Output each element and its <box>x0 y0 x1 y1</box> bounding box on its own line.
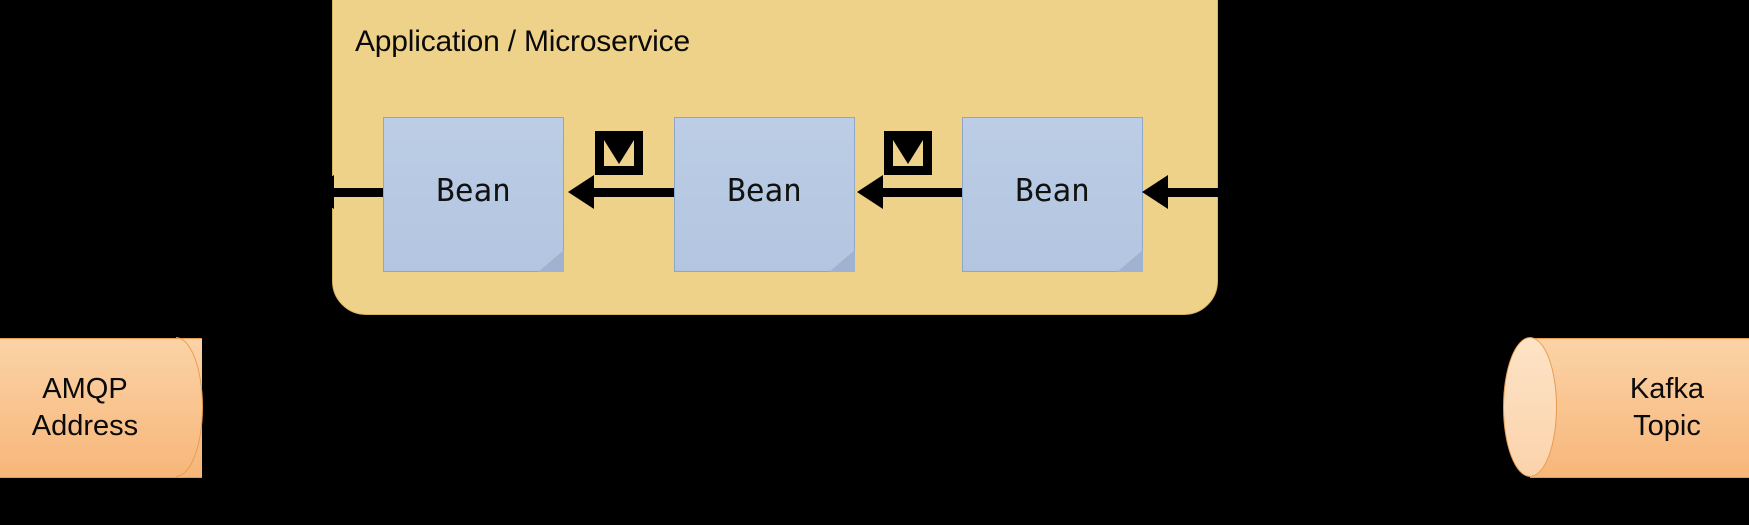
bean-node-3[interactable]: Bean <box>962 117 1143 272</box>
amqp-address-line2: Address <box>31 410 139 442</box>
amqp-address-line1: AMQP <box>42 373 128 405</box>
panel-title: Application / Microservice <box>355 25 690 58</box>
arrowhead-icon <box>568 175 594 209</box>
cylinder-body <box>1530 338 1749 478</box>
arrow-bean3-to-bean2 <box>857 175 963 209</box>
arrowhead-icon <box>308 175 334 209</box>
document-shape <box>674 117 855 272</box>
amqp-address-cylinder[interactable]: AMQP Address <box>0 337 203 478</box>
arrow-from-kafka <box>1142 175 1218 209</box>
arrow-bean2-to-bean1 <box>568 175 675 209</box>
bean-label: Bean <box>436 172 511 209</box>
bean-node-2[interactable]: Bean <box>674 117 855 272</box>
envelope-icon <box>595 131 643 175</box>
kafka-topic-line2: Topic <box>1633 410 1701 442</box>
arrowhead-icon <box>1142 175 1168 209</box>
envelope-icon <box>884 131 932 175</box>
bean-node-1[interactable]: Bean <box>383 117 564 272</box>
bean-label: Bean <box>727 172 802 209</box>
cylinder-cap <box>1503 337 1557 477</box>
kafka-topic-line1: Kafka <box>1629 373 1705 405</box>
kafka-topic-label: Kafka Topic <box>1550 338 1749 478</box>
document-shape <box>962 117 1143 272</box>
arrow-into-amqp <box>308 175 384 209</box>
arrowhead-icon <box>857 175 883 209</box>
bean-label: Bean <box>1015 172 1090 209</box>
cylinder-body <box>0 338 202 478</box>
kafka-topic-cylinder[interactable]: Kafka Topic <box>1503 337 1749 478</box>
amqp-address-label: AMQP Address <box>0 338 202 478</box>
document-shape <box>383 117 564 272</box>
